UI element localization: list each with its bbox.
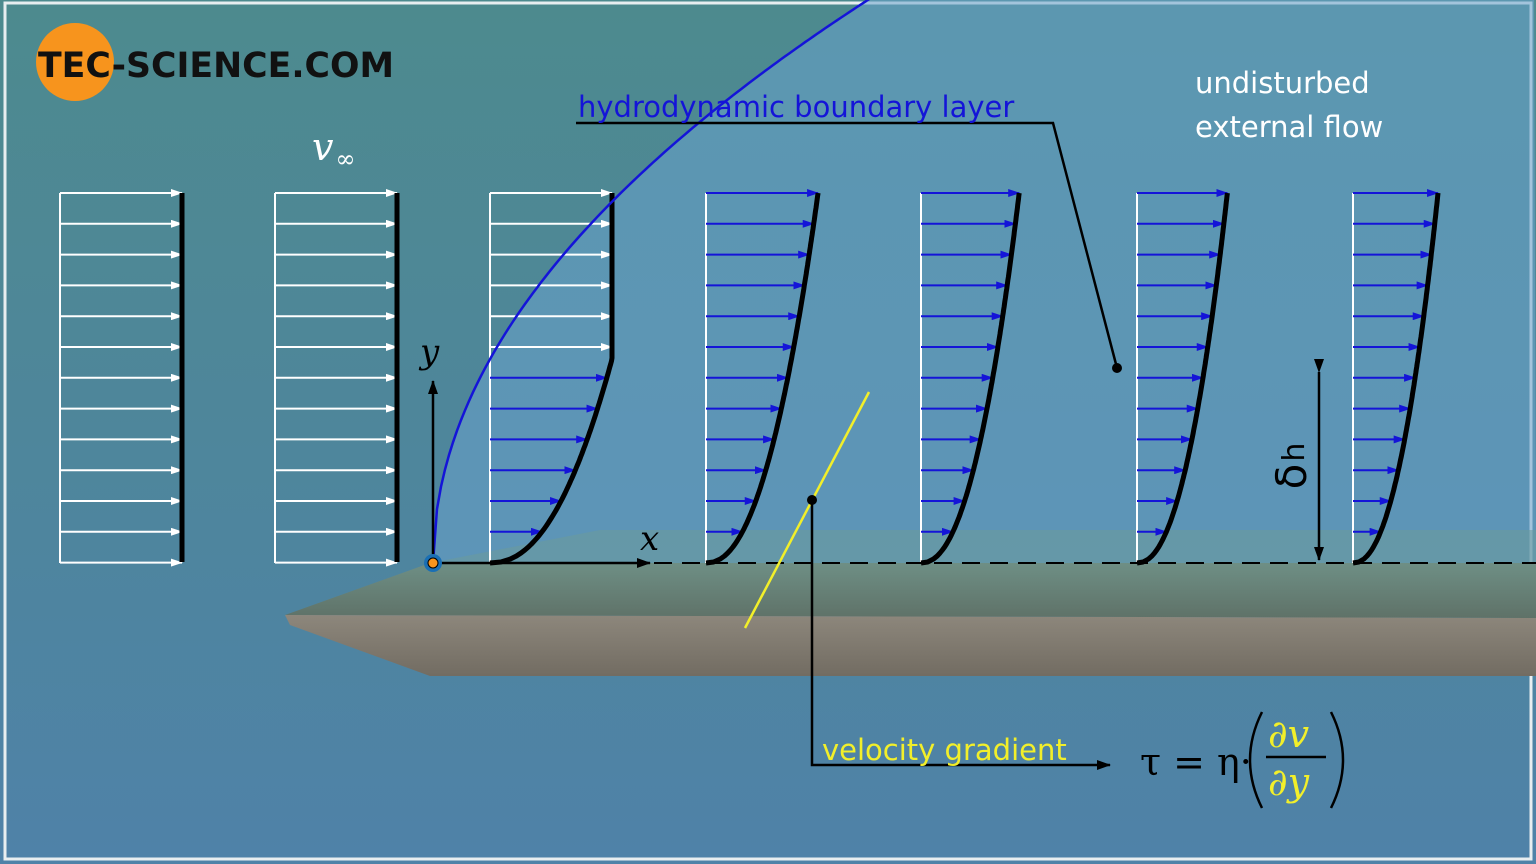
undisturbed-flow-label-line1: undisturbed bbox=[1195, 66, 1370, 100]
gradient-leader-line bbox=[810, 500, 1111, 770]
plate-top-face bbox=[285, 563, 1536, 618]
boundary-layer-label: hydrodynamic boundary layer bbox=[578, 90, 1014, 124]
y-axis-label: y bbox=[418, 332, 440, 372]
logo-circle-icon bbox=[36, 23, 114, 101]
formula-numerator: ∂v bbox=[1268, 712, 1310, 756]
velocity-gradient-label: velocity gradient bbox=[822, 733, 1067, 767]
velocity-profiles bbox=[59, 189, 1441, 567]
origin-marker-icon bbox=[424, 554, 442, 572]
tec-science-logo: TEC-SCIENCE.COM bbox=[36, 23, 394, 101]
boundary-layer-curve bbox=[431, 0, 871, 564]
velocity-profile-curve bbox=[1136, 192, 1230, 566]
formula-denominator: ∂y bbox=[1268, 760, 1310, 804]
logo-text: TEC-SCIENCE.COM bbox=[38, 46, 394, 86]
delta-h-label: δh bbox=[1267, 443, 1316, 490]
velocity-profile-curve bbox=[705, 192, 821, 566]
velocity-gradient-tangent bbox=[743, 391, 871, 629]
formula-right-paren bbox=[1329, 711, 1345, 809]
plate-top-surface bbox=[285, 530, 1536, 615]
undisturbed-flow-label-line2: external flow bbox=[1195, 110, 1383, 144]
plate-side-face bbox=[285, 615, 1536, 676]
velocity-profile-curve bbox=[920, 192, 1022, 566]
formula-left-paren bbox=[1248, 711, 1264, 809]
flat-plate bbox=[285, 530, 1536, 676]
boundary-layer-leader-line bbox=[576, 121, 1119, 369]
x-axis-label: x bbox=[640, 519, 659, 559]
v-infinity-label: v∞ bbox=[312, 125, 355, 173]
boundary-layer-leader-dot bbox=[1112, 363, 1122, 373]
formula-lhs: τ = η· bbox=[1140, 740, 1252, 784]
velocity-profile-curve bbox=[489, 193, 615, 566]
velocity-profile-curve bbox=[1352, 192, 1441, 566]
boundary-layer-region bbox=[433, 0, 1536, 563]
shear-stress-formula: τ = η· ∂v ∂y bbox=[1140, 711, 1345, 809]
